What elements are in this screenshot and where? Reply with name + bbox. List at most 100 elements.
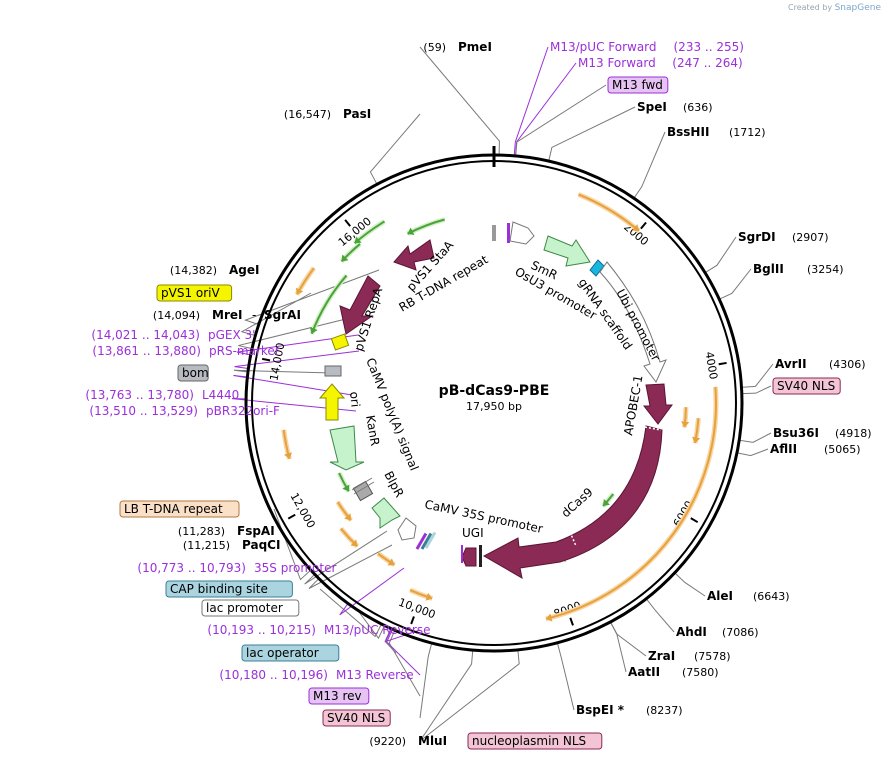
m13-fwd-marker [507,223,510,243]
enzyme-name: Bsu36I [773,426,819,440]
enzyme-position: (7086) [722,626,759,639]
bp-tick [718,361,727,366]
site-label: M13/pUC Forward(233 .. 255) [550,40,744,54]
leader-line [238,314,363,349]
bp-tick [640,221,647,230]
primer-name: 35S promoter [254,561,336,575]
leader-line [236,334,359,356]
enzyme-position: (11,283) [178,525,225,538]
enzyme-position: (5065) [824,443,861,456]
leader-line [319,588,382,638]
feature-label-apobec1: APOBEC-1 [621,374,645,437]
enzyme-name: SgrDI [738,230,776,244]
feature-tag-box [177,364,209,382]
enzyme-position: (7580) [682,666,719,679]
dcas9-junction-2 [644,426,662,431]
feature-tag-label: SV40 NLS [327,711,385,725]
primer-range: (10,180 .. 10,196) [219,668,328,682]
enzyme-position: (14,094) [153,309,200,322]
enzyme-name-2: SgrAI [264,308,301,322]
leader-line [231,398,357,412]
leader-line [384,629,397,654]
leader-line [388,631,421,697]
leader-line [646,599,675,633]
site-label: AvrII(4306) [775,357,866,371]
primer-name: M13 Reverse [336,668,414,682]
leader-line [355,607,385,640]
bp-tick-label: 4000 [703,351,721,381]
enzyme-name: PasI [343,107,371,121]
feature-tag-label: CAP binding site [170,582,268,596]
enzyme-position: (1712) [729,126,766,139]
primer-name: M13/pUC Reverse [324,623,431,637]
lac-stripe-1 [415,532,428,550]
site-label: lac operator [241,644,340,662]
ubi-promoter-arrow [599,261,667,383]
enzyme-position: (59) [423,41,446,54]
site-label: LB T-DNA repeat [119,500,240,518]
enzyme-position: (6643) [753,590,790,603]
enzyme-name: MreI [212,308,242,322]
feature-tag-label: lac promoter [206,601,283,615]
feature-tag-label: lac operator [246,646,319,660]
orf-arc-rev-head [283,452,293,459]
orf-arc-rev-head [350,539,358,547]
feature-label-ugi: UGI [462,526,484,540]
camv-polya-stripe-1 [351,477,373,491]
enzyme-name: BspEI * [576,703,625,717]
feature-tag-label: bom [182,366,209,380]
site-label: BssHII (1712) [667,125,766,139]
feature-shapes [318,221,673,579]
leader-line [233,369,333,374]
feature-tag-label: SV40 NLS [777,379,835,393]
enzyme-name: ZraI [648,649,675,663]
leader-line [419,651,474,742]
primer-range: (14,021 .. 14,043) [91,328,200,342]
enzyme-name: BglII [753,262,784,276]
site-label: SV40 NLS [772,377,841,395]
enzyme-name: AflII [770,442,797,456]
plasmid-name: pB-dCas9-PBE [439,383,550,399]
lac-stripe-3 [424,531,437,549]
plasmid-size: 17,950 bp [466,400,522,413]
enzyme-position: (14,382) [170,264,217,277]
leader-line [419,46,500,155]
site-label: (13,763 .. 13,780)L4440 [85,388,239,402]
bp-tick-label: 2000 [621,220,651,248]
enzyme-position: (2907) [792,231,829,244]
pvs1-staa-arrow [393,239,435,271]
camv-35s-promoter-arrow [397,517,417,541]
leader-line [369,113,421,184]
site-label: (14,382) AgeI [170,263,260,277]
bp-tick [344,219,351,227]
leader-line [610,622,647,657]
leader-line [705,236,737,273]
enzyme-name: BssHII [667,125,709,139]
leader-line [419,643,432,719]
site-label: bom [177,364,209,382]
bom-box [324,365,342,377]
blpr-arrow [371,497,401,529]
apobec1-arrow [642,383,673,425]
lac-stripe-2 [420,532,433,550]
site-label: ZraI(7578) [648,649,731,663]
site-label: (11,283) FspAI [178,524,275,538]
site-label: SpeI(636) [637,100,713,114]
enzyme-name: FspAI [237,524,275,538]
enzyme-name: AatII [628,665,660,679]
credit-prefix: Created by [788,3,833,12]
site-label: (16,547)PasI [284,107,371,121]
enzyme-name: AvrII [775,357,807,371]
site-label: SgrDI (2907) [738,230,829,244]
leader-line [742,385,772,395]
enzyme-position: (11,215) [183,539,230,552]
site-label: (13,510 .. 13,529)pBR322ori-F [89,404,280,418]
enzyme-name: AgeI [229,263,259,277]
primer-range: (10,193 .. 10,215) [207,623,316,637]
green-orf-arc-rev-head [342,484,350,492]
pvs1-repa-arrow [339,275,381,335]
primer-range: (233 .. 255) [674,40,744,54]
bp-tick [410,616,415,625]
feature-tag-box [119,500,240,518]
